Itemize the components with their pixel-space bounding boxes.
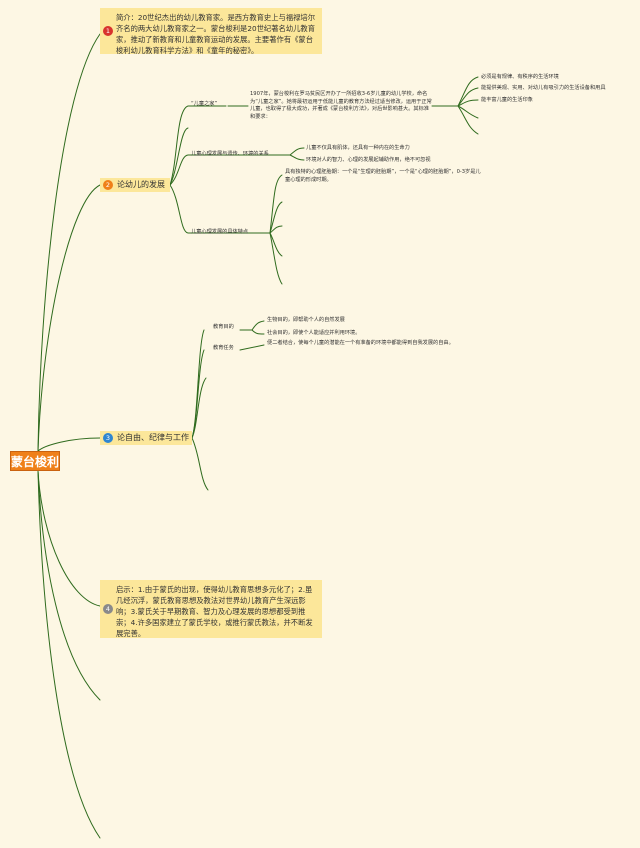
requirement-3[interactable]: 能丰富儿童的生活印象 (481, 97, 533, 103)
relation-item-2[interactable]: 环境对人的智力、心理的发展起辅助作用，绝不可忽视 (306, 157, 431, 163)
badge-4-icon: 4 (103, 604, 113, 614)
topic-development-label: 论幼儿的发展 (117, 180, 165, 189)
intro-note[interactable]: 1 简介：20世纪杰出的幼儿教育家。是西方教育史上与福禄培尔齐名的两大幼儿教育家… (100, 8, 322, 55)
node-purpose[interactable]: 教育目的 (213, 324, 234, 330)
link-b2-relation (169, 154, 277, 186)
link-root-empty1 (37, 470, 101, 701)
link-root-b4 (37, 470, 101, 607)
link-b2-house (169, 105, 227, 186)
link-root-empty2 (37, 470, 101, 839)
link-b2-empty (169, 127, 189, 186)
link-b3-empty2 (191, 437, 209, 491)
requirement-1[interactable]: 必须是有规律、有秩序的生活环境 (481, 74, 559, 80)
link-root-b1 (37, 33, 101, 452)
link-root-b3 (37, 437, 101, 452)
features-item-1[interactable]: 具有独特的心理胚胎期：一个是“生理的胚胎期”，一个是“心理的胚胎期”，0-3岁是… (285, 169, 481, 183)
badge-2-icon: 2 (103, 180, 113, 190)
root-node[interactable]: 蒙台梭利 (10, 451, 60, 471)
house-description: 1907年，蒙台梭利在罗马贫民区开办了一所招收3-6岁儿童的幼儿学校，命名为“儿… (250, 91, 432, 120)
badge-1-icon: 1 (103, 26, 113, 36)
purpose-item-2[interactable]: 社会目的，即使个人能适应并利用环境。 (267, 330, 361, 336)
task-text: 便二者结合，使每个儿童的潜能在一个有准备的环境中都能得到自我发展的自由。 (267, 340, 454, 346)
link-b3-task (191, 349, 205, 439)
requirement-2[interactable]: 能提供美观、实用、对幼儿有吸引力的生活设备和用具 (481, 85, 606, 91)
intro-text: 简介：20世纪杰出的幼儿教育家。是西方教育史上与福禄培尔齐名的两大幼儿教育家之一… (116, 13, 316, 55)
inspiration-note[interactable]: 4 启示：1.由于蒙氏的出现，使得幼儿教育思想多元化了；2.虽几经沉浮，蒙氏教育… (100, 580, 322, 638)
purpose-item-1[interactable]: 生物目的，即帮助个人的自然发展 (267, 317, 345, 323)
topic-development[interactable]: 2 论幼儿的发展 (100, 178, 170, 192)
topic-freedom-label: 论自由、纪律与工作 (117, 433, 189, 442)
link-b2-features (169, 184, 263, 234)
topic-freedom[interactable]: 3 论自由、纪律与工作 (100, 431, 192, 445)
node-children-house[interactable]: “儿童之家” (191, 101, 218, 107)
node-task[interactable]: 教育任务 (213, 345, 234, 351)
inspiration-text: 启示：1.由于蒙氏的出现，使得幼儿教育思想多元化了；2.虽几经沉浮，蒙氏教育思想… (116, 585, 313, 638)
node-features[interactable]: 儿童心理发展的具体特点 (191, 229, 249, 235)
link-b3-empty1 (191, 377, 207, 439)
link-root-b2 (37, 184, 101, 452)
badge-3-icon: 3 (103, 433, 113, 443)
node-relation[interactable]: 儿童心理发展与遗传、环境的关系 (191, 151, 269, 157)
link-b3-purpose (191, 329, 205, 439)
relation-item-1[interactable]: 儿童不仅具有肌体，还具有一种内在的生命力 (306, 145, 410, 151)
